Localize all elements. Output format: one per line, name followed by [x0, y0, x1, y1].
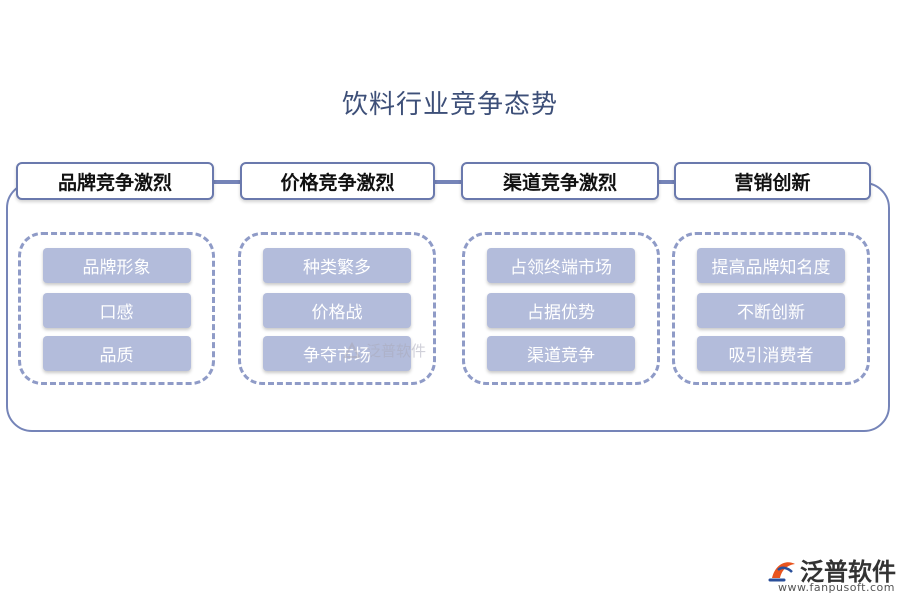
item-innovation: 不断创新 [697, 293, 845, 328]
group-price: 种类繁多 价格战 争夺市场 [238, 232, 436, 385]
connector-line [213, 180, 241, 182]
logo-url: www.fanpusoft.com [778, 581, 895, 594]
fanpu-logo-icon [768, 561, 795, 581]
connector-line [434, 180, 462, 182]
header-channel-competition: 渠道竞争激烈 [461, 162, 659, 200]
item-channel-competition: 渠道竞争 [487, 336, 635, 371]
header-price-competition: 价格竞争激烈 [240, 162, 435, 200]
diagram-title: 饮料行业竞争态势 [341, 90, 558, 120]
item-attract-consumers: 吸引消费者 [697, 336, 845, 371]
connector-line [658, 180, 676, 182]
item-brand-awareness: 提高品牌知名度 [697, 248, 845, 283]
item-variety: 种类繁多 [263, 248, 411, 283]
header-marketing-innovation: 营销创新 [674, 162, 871, 200]
item-terminal-market: 占领终端市场 [487, 248, 635, 283]
logo-text: 泛普软件 [800, 558, 896, 586]
item-price-war: 价格战 [263, 293, 411, 328]
group-marketing: 提高品牌知名度 不断创新 吸引消费者 [672, 232, 870, 385]
brand-logo: 泛普软件 [768, 552, 896, 587]
header-brand-competition: 品牌竞争激烈 [16, 162, 214, 200]
watermark-logo-icon [343, 341, 361, 358]
item-advantage: 占据优势 [487, 293, 635, 328]
item-taste: 口感 [42, 293, 191, 328]
center-watermark-text: 泛普软件 [366, 342, 427, 360]
group-brand: 品牌形象 口感 品质 [18, 232, 215, 385]
item-market-share: 争夺市场 [263, 336, 411, 371]
item-brand-image: 品牌形象 [42, 248, 191, 283]
center-watermark: 泛普软件 [342, 340, 426, 361]
group-channel: 占领终端市场 占据优势 渠道竞争 [462, 232, 660, 385]
item-quality: 品质 [42, 336, 191, 371]
